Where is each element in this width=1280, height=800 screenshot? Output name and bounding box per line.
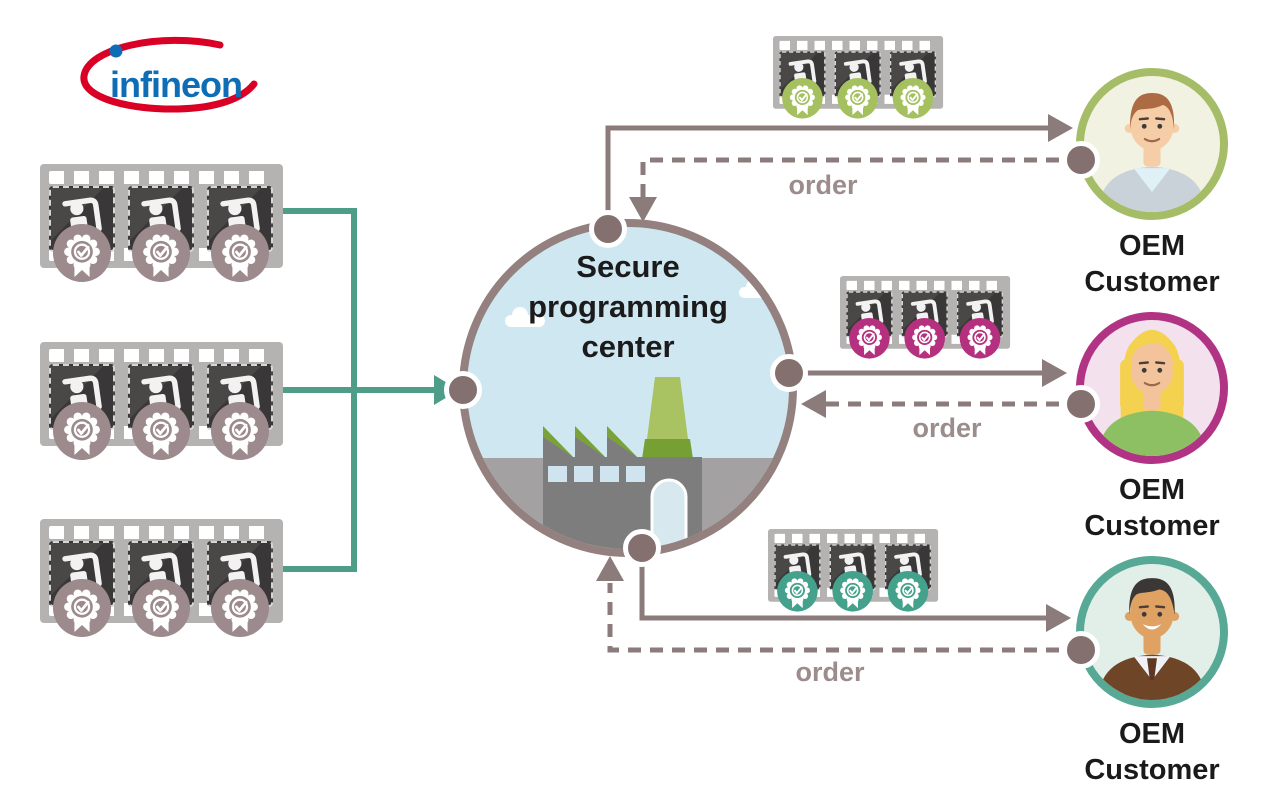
chip-icon <box>128 186 194 282</box>
order-label: order <box>912 413 982 443</box>
quality-badge-icon <box>132 402 190 460</box>
quality-badge-icon <box>53 579 111 637</box>
oem-customer-1: OEM Customer <box>1042 68 1262 300</box>
person-icon <box>1084 76 1220 212</box>
chip-reel-inbound <box>40 342 283 460</box>
chip-icon <box>901 291 948 359</box>
center-title: Secure programming center <box>528 249 728 364</box>
chip-reel-inbound <box>40 164 283 282</box>
oem-customer-2: OEM Customer <box>1042 312 1262 544</box>
chip-icon <box>128 364 194 460</box>
quality-badge-icon <box>132 224 190 282</box>
quality-badge-icon <box>211 579 269 637</box>
chip-reel-inbound <box>40 519 283 637</box>
chip-icon <box>889 51 937 119</box>
connector-dot <box>1062 631 1100 669</box>
quality-badge-icon <box>837 78 878 119</box>
delivery-arrow-middle <box>789 359 1067 387</box>
customer-avatar <box>1076 68 1228 220</box>
logo-wordmark: infineon <box>110 64 242 105</box>
chip-icon <box>128 541 194 637</box>
chip-reel-oem2 <box>840 276 1011 359</box>
chip-icon <box>834 51 881 119</box>
quality-badge-icon <box>959 318 1001 359</box>
customer-label: OEM Customer <box>1084 474 1220 542</box>
order-arrow-middle <box>801 390 1081 418</box>
inbound-teal-arrow <box>283 208 459 572</box>
chip-icon <box>49 186 115 282</box>
chip-icon <box>49 541 115 637</box>
connector-dot <box>770 354 808 392</box>
connector-dot <box>623 529 661 567</box>
quality-badge-icon <box>53 224 111 282</box>
connector-dot <box>589 210 627 248</box>
delivery-arrow-top <box>605 114 1073 229</box>
order-arrow-top <box>629 157 1081 222</box>
quality-badge-icon <box>211 224 269 282</box>
chip-icon <box>956 291 1004 359</box>
chip-icon <box>884 544 932 612</box>
order-label: order <box>795 657 865 687</box>
customer-avatar <box>1076 556 1228 708</box>
infineon-logo: infineon <box>80 36 258 113</box>
person-icon <box>1084 320 1220 456</box>
quality-badge-icon <box>904 318 945 359</box>
connector-dot <box>1062 385 1100 423</box>
oem-customer-3: OEM Customer <box>1042 556 1262 788</box>
chip-icon <box>846 291 893 359</box>
delivery-arrow-bottom <box>639 548 1071 632</box>
chip-icon <box>774 544 821 612</box>
chip-reel-oem1 <box>773 36 944 119</box>
secure-programming-center: Secure programming center <box>459 219 797 557</box>
order-arrow-bottom <box>596 556 1081 653</box>
connector-dot <box>444 371 482 409</box>
chip-icon <box>207 541 273 637</box>
factory-icon <box>543 377 702 549</box>
quality-badge-icon <box>53 402 111 460</box>
customer-label: OEM Customer <box>1084 718 1220 786</box>
chip-reel-oem3 <box>768 529 939 612</box>
chip-icon <box>207 364 273 460</box>
order-label: order <box>788 170 858 200</box>
cloud-icon <box>505 307 545 327</box>
chip-icon <box>207 186 273 282</box>
chip-icon <box>829 544 876 612</box>
customer-label: OEM Customer <box>1084 230 1220 298</box>
quality-badge-icon <box>132 579 190 637</box>
quality-badge-icon <box>887 571 929 612</box>
logo-swoosh <box>80 36 258 113</box>
chip-icon <box>779 51 826 119</box>
quality-badge-icon <box>777 571 818 612</box>
quality-badge-icon <box>832 571 873 612</box>
connector-dot <box>1062 141 1100 179</box>
logo-i-dot <box>109 44 123 58</box>
chip-icon <box>49 364 115 460</box>
customer-avatar <box>1076 312 1228 464</box>
quality-badge-icon <box>782 78 823 119</box>
quality-badge-icon <box>211 402 269 460</box>
person-icon <box>1084 564 1220 700</box>
quality-badge-icon <box>849 318 890 359</box>
quality-badge-icon <box>892 78 934 119</box>
cloud-icon <box>739 279 773 298</box>
